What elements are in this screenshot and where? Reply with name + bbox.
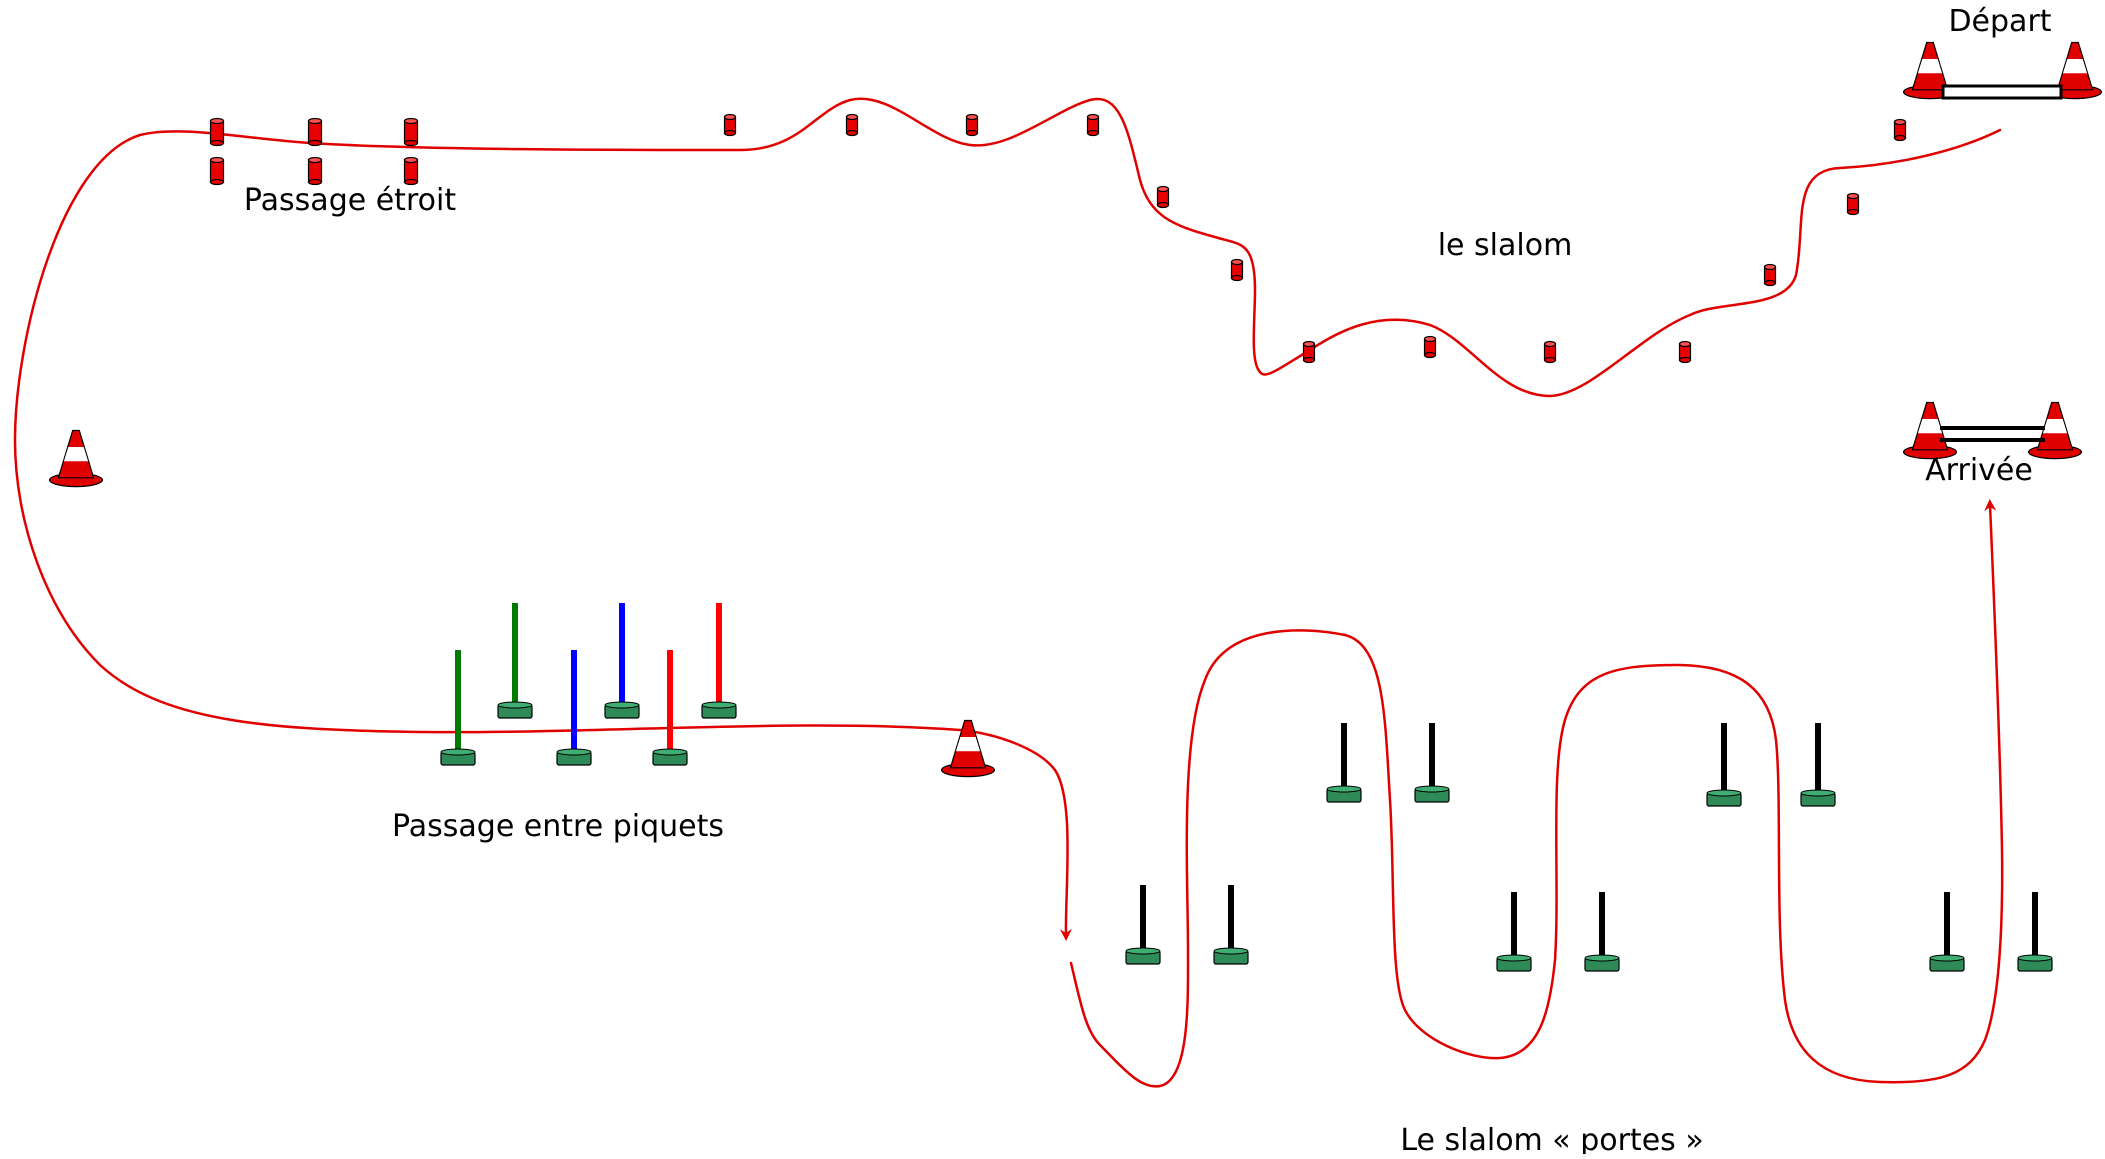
- gate-pole-icon: [1706, 723, 1742, 807]
- slalom-cylinder-icon: [845, 113, 859, 137]
- path-segment-upper: [13, 97, 2002, 941]
- slalom-cylinder-icon: [1678, 340, 1692, 364]
- slalom-cylinder-icon: [1763, 263, 1777, 287]
- arrivee-gate-icon: [1940, 426, 2045, 442]
- path-segment-lower: [1069, 499, 2004, 1088]
- gate-pole-icon: [1584, 892, 1620, 972]
- slalom-cylinder-icon: [1543, 340, 1557, 364]
- gate-pole-icon: [1496, 892, 1532, 972]
- gate-pole-icon: [1929, 892, 1965, 972]
- gate-pole-icon: [2017, 892, 2053, 972]
- narrow-passage-cylinder-icon: [307, 117, 323, 147]
- passage-etroit-label: Passage étroit: [244, 183, 456, 218]
- arrivee-left-cone-icon: [1902, 401, 1957, 460]
- course-path: [13, 97, 2004, 1088]
- slalom-cylinder-icon: [965, 113, 979, 137]
- arrivee-right-cone-icon: [2027, 401, 2082, 460]
- turn-cone-icon: [940, 719, 995, 778]
- narrow-passage-cylinder-icon: [403, 117, 419, 147]
- gate-pole-icon: [1414, 723, 1450, 803]
- slalom-cylinder-icon: [1302, 340, 1316, 364]
- narrow-passage-cylinder-icon: [403, 156, 419, 186]
- slalom-cylinder-icon: [1846, 192, 1860, 216]
- slalom-label: le slalom: [1438, 228, 1573, 263]
- slalom-cylinder-icon: [1086, 113, 1100, 137]
- slalom-cylinder-icon: [1156, 185, 1170, 209]
- red-pole-icon: [701, 603, 737, 719]
- red-pole-icon: [652, 650, 688, 766]
- turn-cone-icon: [48, 429, 103, 488]
- gate-pole-icon: [1213, 885, 1249, 965]
- blue-pole-icon: [604, 603, 640, 719]
- narrow-passage-cylinder-icon: [307, 156, 323, 186]
- slalom-cylinder-icon: [723, 113, 737, 137]
- slalom-cylinder-icon: [1423, 335, 1437, 359]
- green-pole-icon: [497, 603, 533, 719]
- slalom-portes-label: Le slalom « portes »: [1400, 1123, 1703, 1154]
- gate-pole-icon: [1326, 723, 1362, 803]
- narrow-passage-cylinder-icon: [209, 156, 225, 186]
- slalom-cylinder-icon: [1893, 118, 1907, 142]
- depart-gate-icon: [1941, 84, 2063, 100]
- gate-pole-icon: [1125, 885, 1161, 965]
- narrow-passage-cylinder-icon: [209, 117, 225, 147]
- arrivee-label: Arrivée: [1925, 453, 2033, 488]
- slalom-cylinder-icon: [1230, 258, 1244, 282]
- blue-pole-icon: [556, 650, 592, 766]
- depart-label: Départ: [1948, 4, 2051, 39]
- green-pole-icon: [440, 650, 476, 766]
- gate-pole-icon: [1800, 723, 1836, 807]
- passage-piquets-label: Passage entre piquets: [392, 809, 724, 844]
